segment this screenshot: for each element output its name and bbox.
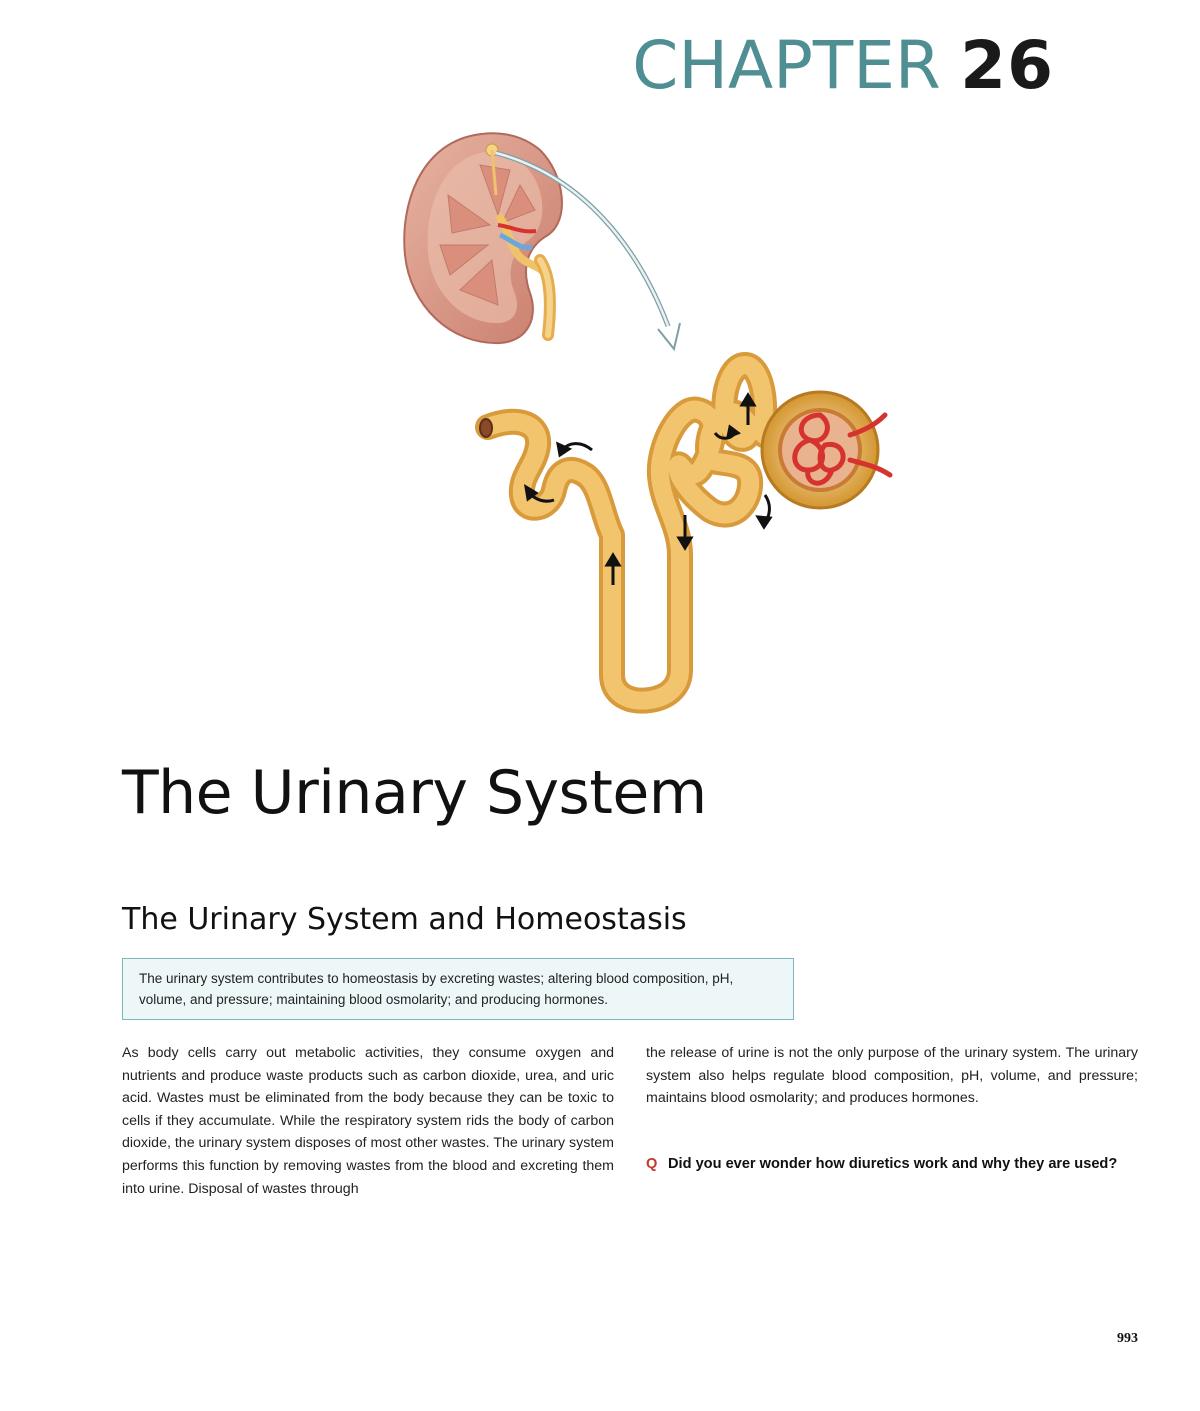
page-title: The Urinary System [122,758,707,828]
body-paragraph-left: As body cells carry out metabolic activi… [122,1045,614,1197]
nephron-figure-svg [403,132,893,714]
flow-arrow-icons [523,392,773,585]
chapter-figure [380,115,900,715]
nephron-illustration [475,352,783,714]
zoom-arrow [495,150,681,352]
section-title: The Urinary System and Homeostasis [122,902,687,937]
body-paragraph-right: the release of urine is not the only pur… [646,1045,1138,1107]
chapter-heading: CHAPTER 26 [632,32,1054,99]
chapter-number: 26 [960,27,1054,104]
question-marker: Q [646,1156,658,1172]
page-number: 993 [1117,1331,1138,1346]
question-callout: Q Did you ever wonder how diuretics work… [646,1154,1138,1175]
kidney-illustration [403,132,563,345]
chapter-label: CHAPTER [632,27,941,104]
glomerulus-illustration [760,390,893,510]
summary-box: The urinary system contributes to homeos… [122,958,794,1020]
question-text: Did you ever wonder how diuretics work a… [668,1156,1118,1172]
